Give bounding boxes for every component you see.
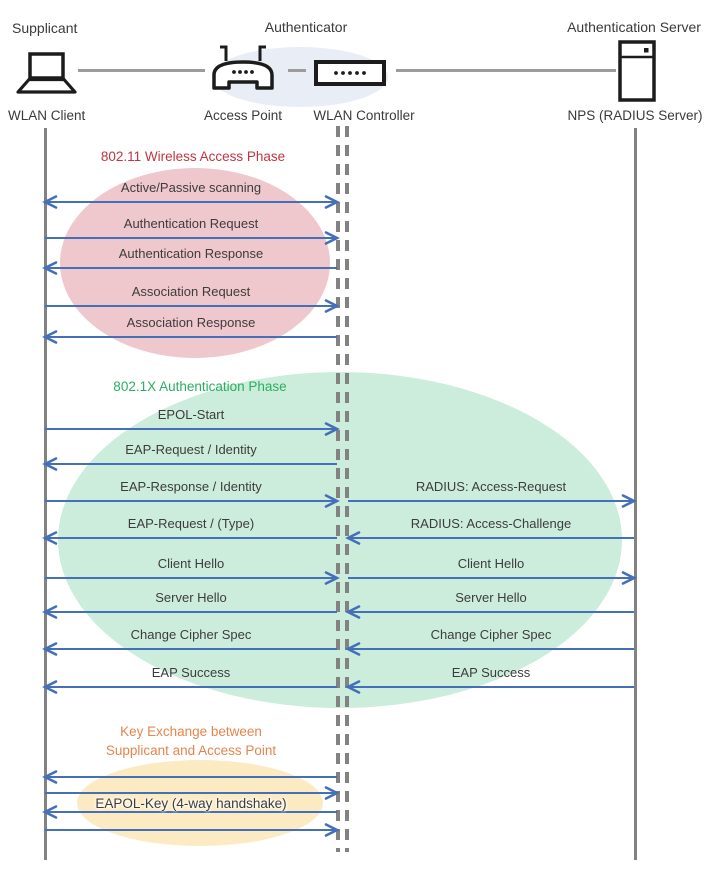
arrowhead-icon [42,457,58,471]
arrowhead-icon [42,642,58,656]
arrowhead-icon [345,605,361,619]
server-icon [618,40,656,102]
arrowhead-icon [324,786,340,800]
lifeline-wlan-controller [336,126,340,852]
arrowhead-icon [345,531,361,545]
device-label-wlan-client: WLAN Client [8,108,86,123]
wlan-controller-icon [314,60,386,86]
arrowhead-icon [42,531,58,545]
arrowhead-icon [324,231,340,245]
arrowhead-icon [324,823,340,837]
arrowhead-icon [345,680,361,694]
arrowhead-icon [345,642,361,656]
arrowhead-icon [324,571,340,585]
arrowhead-icon [42,680,58,694]
lifeline-wlan-client [44,128,47,860]
arrowhead-icon [42,770,58,784]
arrowhead-icon [42,261,58,275]
phase2-title: 802.1X Authentication Phase [113,379,287,394]
arrowhead-icon [324,195,340,209]
laptop-icon [16,52,77,94]
phase3-title: Key Exchange between Supplicant and Acce… [105,724,277,758]
phase3-key-exchange-ellipse [77,760,323,846]
device-label-access-point: Access Point [203,108,283,123]
device-label-nps-radius-server: NPS (RADIUS Server) [567,108,703,123]
role-authentication-server: Authentication Server [567,19,701,35]
lifeline-radius-server [634,128,637,860]
connector-line [288,69,306,72]
arrowhead-icon [324,299,340,313]
arrowhead-icon [42,195,58,209]
arrowhead-icon [42,805,58,819]
phase1-title: 802.11 Wireless Access Phase [100,149,286,164]
arrowhead-icon [621,571,637,585]
access-point-icon [212,45,274,90]
arrowhead-icon [324,422,340,436]
arrowhead-icon [621,494,637,508]
arrowhead-icon [42,605,58,619]
role-authenticator: Authenticator [264,19,348,35]
role-supplicant: Supplicant [12,20,78,36]
arrowhead-icon [42,330,58,344]
arrowhead-icon [324,494,340,508]
lifeline-wlan-controller [345,126,349,852]
connector-line [396,69,616,72]
device-label-wlan-controller: WLAN Controller [313,108,415,123]
phase1-wireless-access-ellipse [60,168,330,358]
connector-line [78,69,205,72]
